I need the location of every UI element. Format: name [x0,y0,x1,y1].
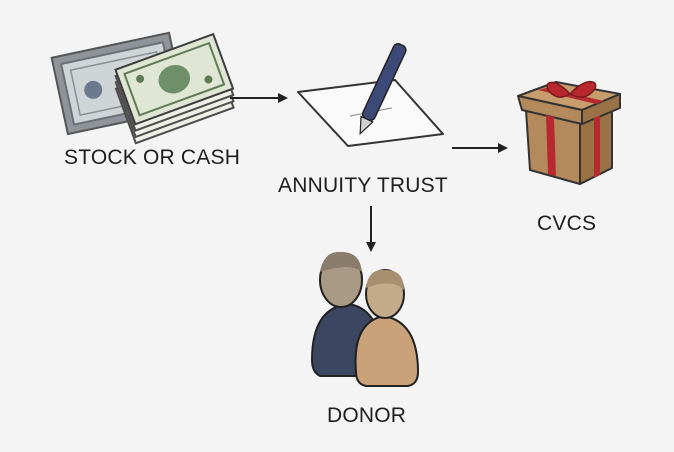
stock-cash-icon [50,31,235,145]
people-icon [310,251,420,387]
cvcs-label: CVCS [537,212,597,235]
annuity-trust-label: ANNUITY TRUST [278,174,448,197]
gift-box-icon [517,80,621,185]
stock-or-cash-label: STOCK OR CASH [64,146,241,169]
donor-label: DONOR [327,404,407,427]
contract-pen-icon [297,43,444,147]
